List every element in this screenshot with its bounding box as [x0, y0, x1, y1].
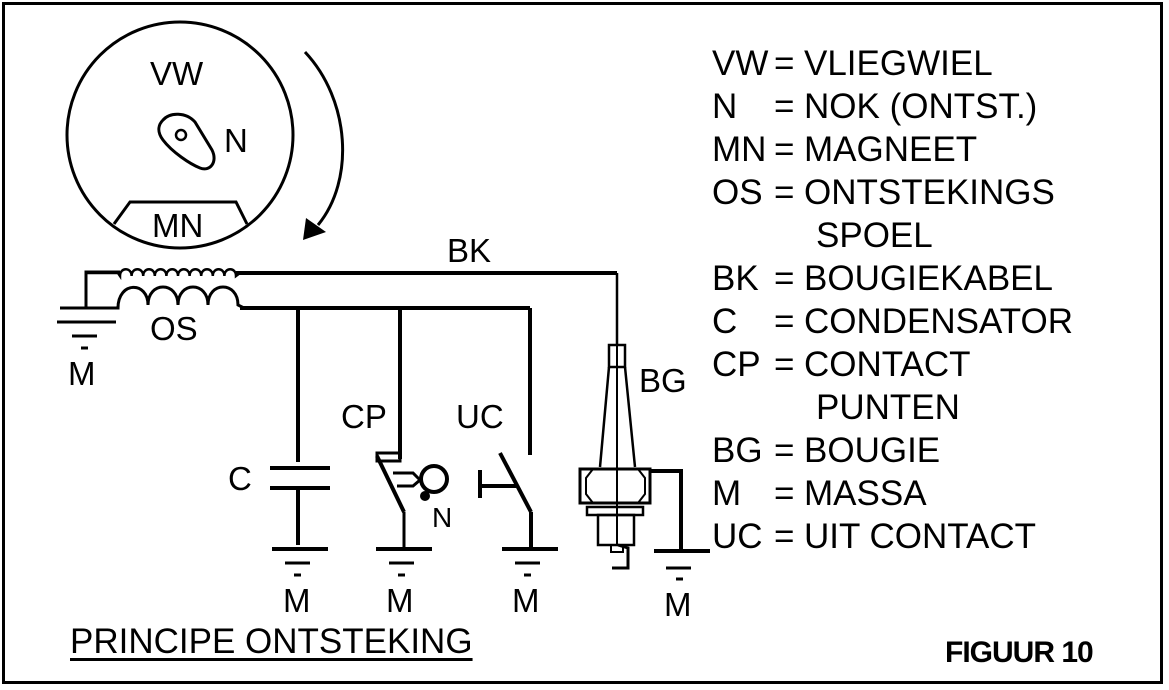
legend-equals: = [774, 173, 795, 212]
legend-row: OS =ONTSTEKINGS [712, 171, 1073, 214]
legend-equals: = [774, 87, 795, 126]
ground-label: M [386, 582, 414, 619]
spark-plug-label: BG [639, 362, 687, 399]
contact-cam [419, 464, 449, 494]
legend-equals: = [774, 474, 795, 513]
cam-label: N [224, 122, 248, 159]
legend-equals: = [774, 44, 795, 83]
legend-value: CONTACT [804, 345, 971, 384]
ignition-coil-label: OS [150, 310, 198, 347]
ground-label: M [283, 582, 311, 619]
legend-row: C =CONDENSATOR [712, 300, 1073, 343]
magnet-shape [112, 200, 249, 225]
cam-lobe [420, 491, 430, 501]
legend-key: MN [712, 130, 767, 169]
legend-row: PUNTEN [712, 386, 1073, 429]
legend-value: BOUGIE [804, 431, 941, 470]
legend-key: M [712, 474, 742, 513]
legend-key [712, 214, 774, 257]
ground-label: M [512, 582, 540, 619]
kill-switch-label: UC [456, 398, 504, 435]
legend-value: ONTSTEKINGS [804, 173, 1055, 212]
ignition-coil: OS [60, 268, 245, 347]
legend-value: MASSA [804, 474, 927, 513]
legend-equals: = [774, 302, 795, 341]
ground-label: M [664, 586, 692, 623]
ground-symbol-coil: M [57, 320, 116, 392]
condenser: C [228, 308, 330, 545]
contact-points-label: CP [341, 398, 387, 435]
rotation-arrow [303, 50, 345, 240]
legend-row: N =NOK (ONTST.) [712, 85, 1073, 128]
legend-equals [774, 214, 804, 257]
legend-key: OS [712, 173, 763, 212]
legend-row: CP =CONTACT [712, 343, 1073, 386]
ground-symbol-condenser: M [272, 547, 328, 619]
cam-shape [157, 112, 216, 171]
magnet-label: MN [152, 207, 203, 244]
legend-key: CP [712, 345, 761, 384]
legend-value: SPOEL [816, 216, 933, 255]
legend-row: UC =UIT CONTACT [712, 515, 1073, 558]
legend-value: MAGNEET [804, 130, 978, 169]
contact-cam-label: N [432, 502, 452, 533]
arrow-head-icon [303, 218, 326, 240]
diagram-title: PRINCIPE ONTSTEKING [70, 622, 473, 661]
figure-number: FIGUUR 10 [945, 636, 1094, 669]
legend-key: BG [712, 431, 763, 470]
cam-axle [174, 128, 188, 142]
ground-symbol-contact-points: M [376, 547, 432, 619]
legend-value: PUNTEN [816, 388, 960, 427]
kill-switch: UC [456, 308, 533, 548]
contact-points: CP N [341, 308, 452, 548]
ground-label: M [68, 355, 96, 392]
legend-key: BK [712, 259, 759, 298]
legend-value: BOUGIEKABEL [804, 259, 1053, 298]
flywheel: VW N MN [65, 20, 295, 250]
legend-value: UIT CONTACT [804, 517, 1037, 556]
legend-row: MN=MAGNEET [712, 128, 1073, 171]
legend-equals [774, 386, 804, 429]
legend-row: M =MASSA [712, 472, 1073, 515]
legend-key: C [712, 302, 738, 341]
legend-equals: = [774, 431, 795, 470]
legend-equals: = [774, 259, 795, 298]
legend-key [712, 386, 774, 429]
legend-equals: = [774, 345, 795, 384]
legend-equals: = [774, 517, 795, 556]
legend-row: SPOEL [712, 214, 1073, 257]
legend-key: UC [712, 517, 763, 556]
legend-value: NOK (ONTST.) [804, 87, 1038, 126]
legend-row: BK =BOUGIEKABEL [712, 257, 1073, 300]
legend-row: BG =BOUGIE [712, 429, 1073, 472]
legend-row: VW=VLIEGWIEL [712, 42, 1073, 85]
ground-symbol-kill-switch: M [502, 547, 558, 619]
legend-equals: = [774, 130, 795, 169]
spark-plug-cable-label: BK [447, 232, 491, 269]
legend-key: VW [712, 44, 769, 83]
spark-plug: BG [578, 343, 687, 570]
legend-value: CONDENSATOR [804, 302, 1074, 341]
condenser-label: C [228, 460, 252, 497]
legend-value: VLIEGWIEL [804, 44, 993, 83]
legend-key: N [712, 87, 738, 126]
ground-symbol-spark-plug: M [654, 549, 710, 623]
flywheel-label: VW [150, 55, 204, 92]
spark-plug-cable: BK [236, 232, 619, 345]
